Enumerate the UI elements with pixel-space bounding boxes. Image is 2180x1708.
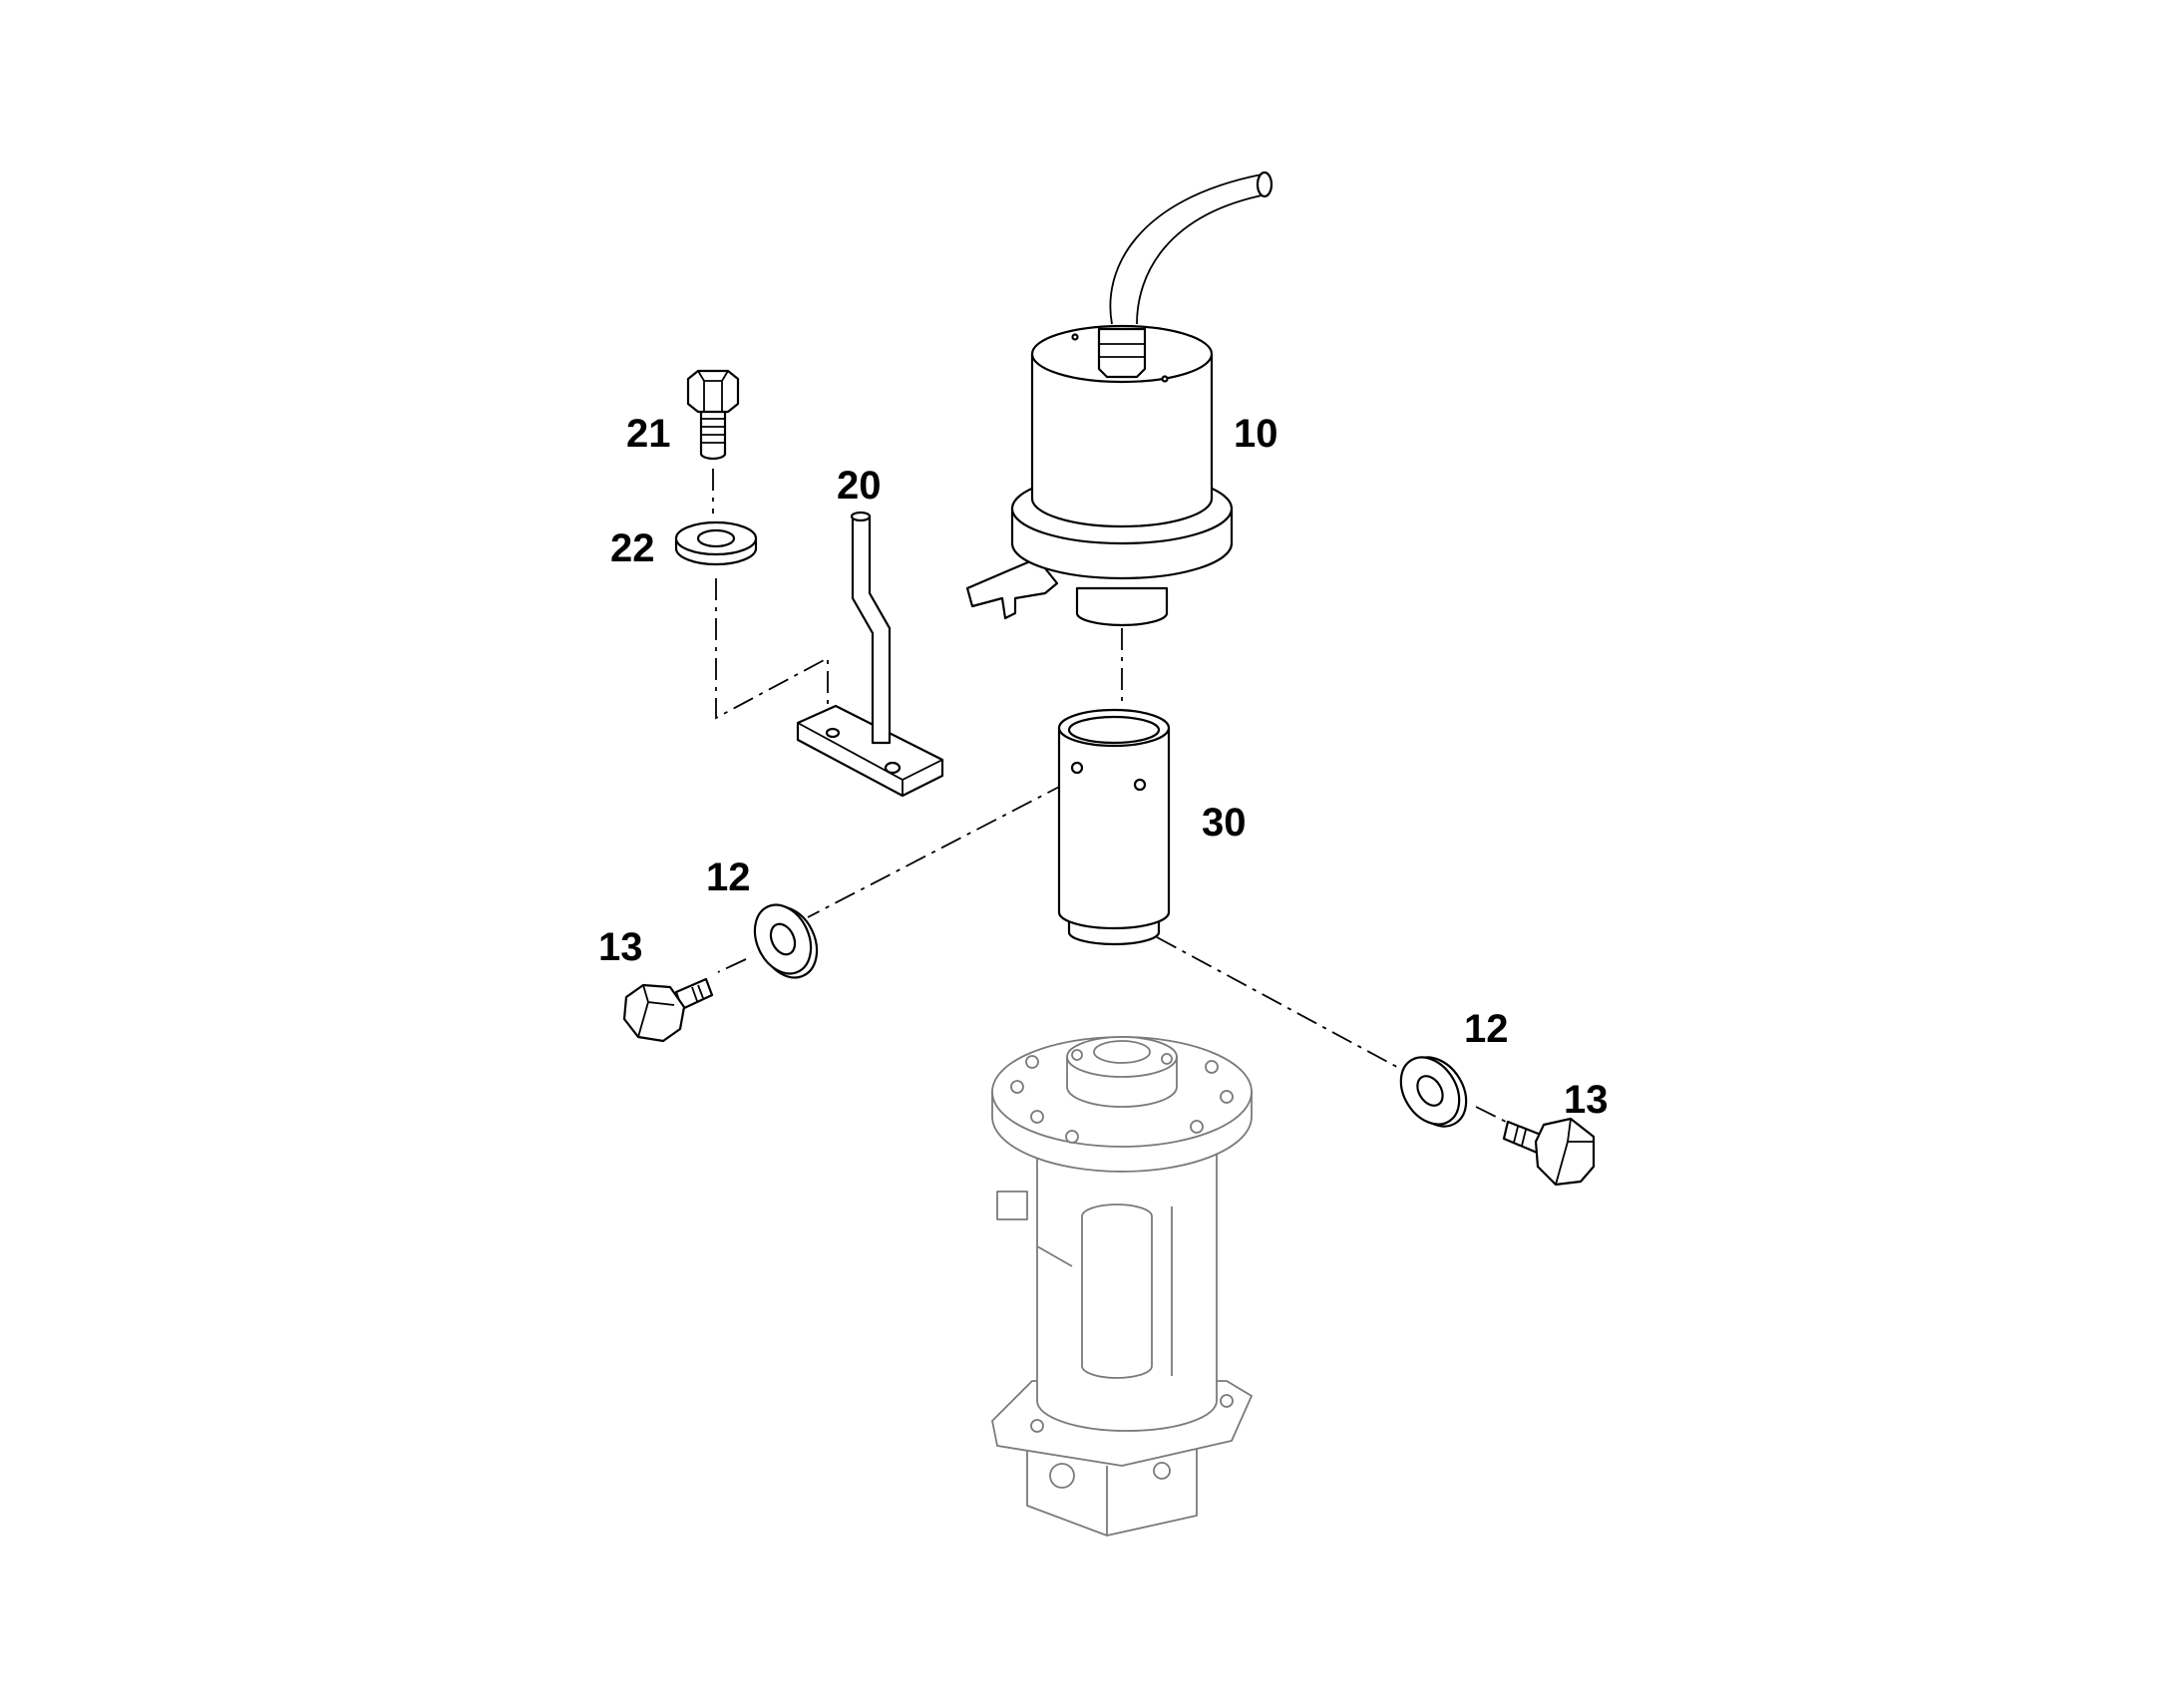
base-port	[1153, 1462, 1171, 1480]
sleeve-hole	[1070, 761, 1084, 775]
ring-bolt	[1030, 1110, 1044, 1124]
pin-top	[850, 511, 872, 522]
cable-end	[1256, 171, 1273, 198]
bolt-head-edge	[637, 984, 675, 1038]
cable	[1109, 173, 1263, 325]
part-20-bracket	[796, 511, 944, 798]
sleeve-body	[1057, 726, 1171, 930]
ring-bolt	[1065, 1130, 1079, 1144]
callout-21: 21	[626, 412, 671, 456]
sleeve-hole	[1133, 778, 1147, 792]
part-12-washer-right	[1399, 1056, 1468, 1128]
bolt-head	[622, 983, 686, 1043]
bolt-thread	[699, 407, 727, 461]
callout-13-left: 13	[598, 925, 643, 969]
part-13-bolt-left	[622, 977, 714, 1043]
bracket-plate	[796, 704, 944, 798]
leader-22-bracket	[715, 578, 829, 733]
body-edge	[1036, 1206, 1173, 1376]
thread-lines	[691, 984, 704, 1002]
pin	[851, 514, 892, 745]
ring-bolt	[1010, 1080, 1024, 1094]
callout-12-right: 12	[1464, 1007, 1509, 1051]
body-recess	[1081, 1216, 1153, 1379]
washer-hole	[696, 528, 736, 548]
hub-boss	[1093, 1040, 1151, 1064]
leader-right-washer-bolt	[1475, 1106, 1507, 1123]
flange-hole	[1220, 1394, 1234, 1408]
ring-bolt	[1205, 1060, 1219, 1074]
part-13-bolt-right	[1502, 1117, 1596, 1187]
body	[1030, 352, 1214, 528]
ring-bolt	[1220, 1090, 1234, 1104]
bolt-head-edge	[1555, 1118, 1594, 1186]
bolt-head	[686, 369, 740, 414]
ring-bolt	[1025, 1055, 1039, 1069]
callout-13-right: 13	[1564, 1078, 1609, 1122]
hub-bolt	[1161, 1053, 1173, 1065]
part-10-sensor	[965, 171, 1273, 627]
body-recess-top	[1081, 1203, 1153, 1217]
spigot	[1075, 586, 1169, 627]
part-21-bolt	[686, 369, 740, 461]
bracket-hole	[884, 761, 902, 775]
flange-hole	[1030, 1419, 1044, 1433]
callout-30: 30	[1202, 801, 1247, 845]
part-12-washer-left	[753, 903, 819, 979]
callout-22: 22	[610, 526, 655, 570]
side-lug	[996, 1191, 1028, 1220]
callout-12-left: 12	[706, 855, 751, 899]
part-30-sleeve	[1057, 708, 1171, 946]
bracket-hole	[825, 727, 841, 739]
bolt-head-edge	[697, 370, 729, 412]
leader-lines	[712, 469, 1507, 1123]
screw-dot	[1071, 333, 1079, 341]
leader-30-right-washer	[1156, 936, 1407, 1073]
gland-nut	[1097, 327, 1147, 379]
bracket-edge	[797, 722, 943, 796]
thread-lines	[1513, 1126, 1527, 1147]
cable-outer	[1136, 193, 1268, 325]
hub-bolt	[1071, 1049, 1083, 1061]
base-assembly-ghost	[991, 1036, 1253, 1537]
screw-dot	[1161, 375, 1169, 383]
callout-20: 20	[837, 464, 882, 508]
callouts: 10 21 20 22 30 12 13 12 13	[598, 412, 1609, 1122]
leader-30-left-washer	[807, 782, 1068, 918]
sleeve-bore	[1067, 715, 1161, 745]
ring-bolt	[1190, 1120, 1204, 1134]
leader-left-washer-bolt	[717, 958, 747, 973]
thread-lines	[701, 418, 725, 444]
callout-10: 10	[1234, 412, 1278, 456]
base-port	[1049, 1463, 1075, 1489]
washer-hole	[769, 922, 797, 956]
gland-nut-line	[1099, 343, 1145, 358]
mounting-tab	[965, 556, 1059, 620]
part-22-washer	[674, 520, 758, 566]
washer-hole	[1416, 1075, 1444, 1107]
